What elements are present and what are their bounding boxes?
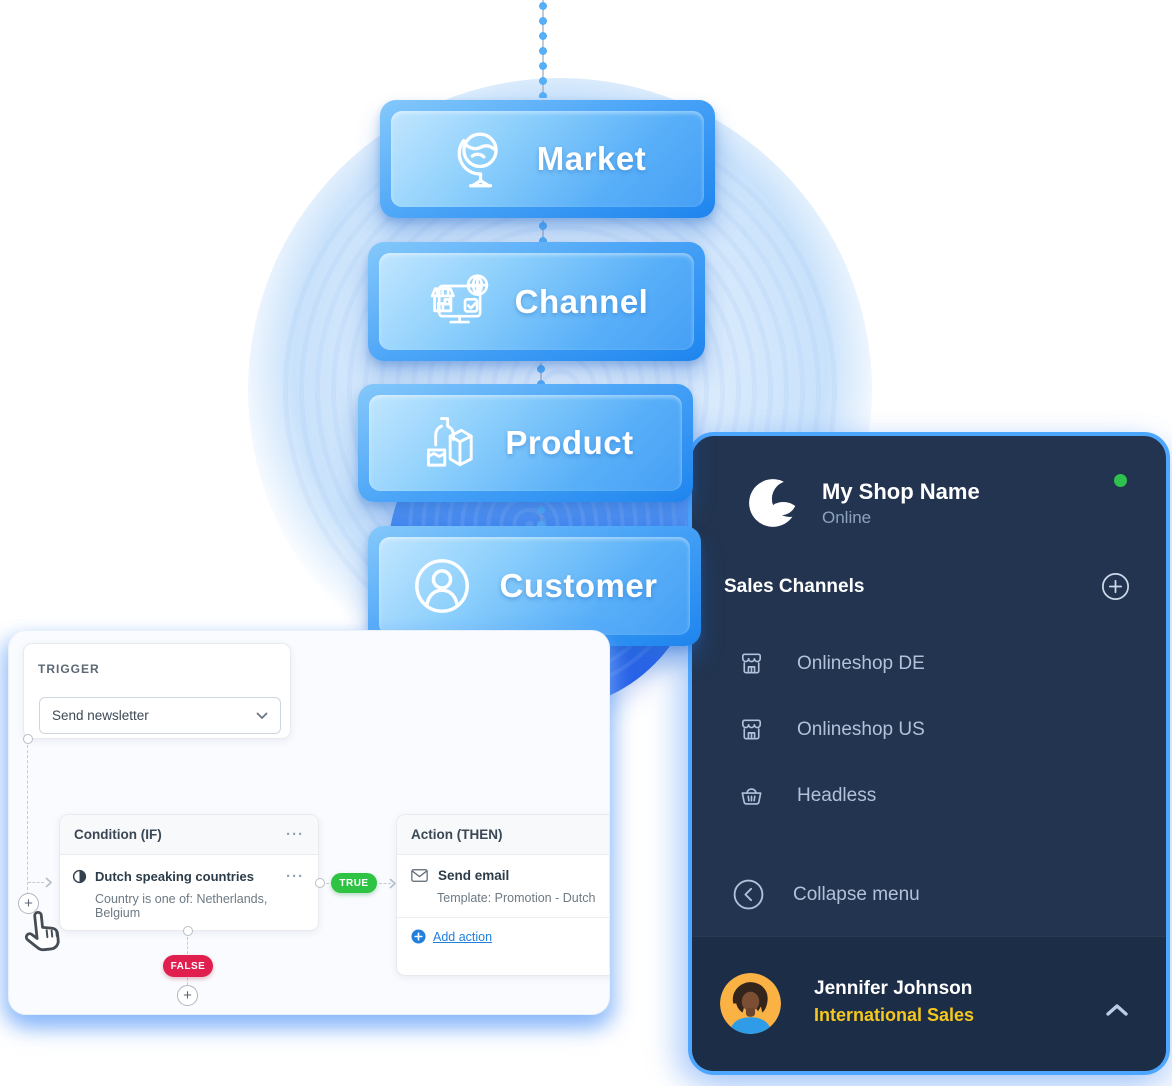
storefront-icon: [736, 716, 766, 743]
action-detail: Template: Promotion - Dutch: [437, 891, 596, 905]
connector-dash: [187, 978, 188, 985]
condition-title: Condition (IF): [74, 827, 162, 842]
trigger-card: TRIGGER Send newsletter: [23, 643, 291, 739]
dotted-connector: [535, 363, 547, 384]
online-status-dot: [1114, 474, 1127, 487]
stack-button-label: Product: [505, 424, 634, 461]
stack-button-product[interactable]: Product: [358, 384, 693, 502]
add-action-label: Add action: [433, 929, 493, 944]
rule-half-circle-icon: [72, 869, 87, 884]
connector-arrow: [45, 877, 53, 888]
dotted-connector: [537, 0, 549, 98]
shop-status: Online: [822, 507, 872, 527]
connector-dash: [27, 745, 28, 895]
connector-dash: [326, 883, 334, 884]
connector-node: [23, 734, 33, 744]
shop-name: My Shop Name: [822, 478, 980, 504]
false-badge: FALSE: [163, 955, 213, 977]
condition-menu-icon[interactable]: ···: [286, 826, 304, 843]
stack-button-channel[interactable]: Channel: [368, 242, 705, 361]
action-name: Send email: [438, 868, 510, 883]
sidebar-item-label: Onlineshop DE: [797, 652, 925, 674]
divider: [397, 917, 609, 918]
dotted-connector: [537, 220, 549, 242]
sidebar-item-headless[interactable]: Headless: [736, 782, 876, 809]
user-role: International Sales: [814, 1005, 975, 1025]
sales-channels-title: Sales Channels: [724, 575, 865, 597]
sidebar-item-onlineshop-us[interactable]: Onlineshop US: [736, 716, 925, 743]
groceries-icon: [417, 414, 479, 472]
collapse-menu-button[interactable]: Collapse menu: [732, 878, 920, 911]
admin-sidebar-panel: My Shop Name Online Sales Channels: [688, 432, 1170, 1075]
trigger-select[interactable]: Send newsletter: [39, 697, 281, 734]
person-circle-icon: [411, 555, 473, 617]
stack-button-label: Market: [536, 140, 647, 177]
sidebar-item-label: Headless: [797, 784, 877, 806]
shop-header: My Shop Name Online: [746, 474, 980, 532]
condition-rule-name: Dutch speaking countries: [95, 869, 254, 884]
sidebar-item-onlineshop-de[interactable]: Onlineshop DE: [736, 650, 925, 677]
stack-button-label: Customer: [499, 567, 658, 604]
dotted-connector: [535, 504, 547, 526]
plus-circle-icon: [411, 929, 426, 944]
connector-dash: [187, 937, 188, 954]
add-action-link[interactable]: Add action: [397, 918, 609, 944]
envelope-icon: [411, 869, 428, 882]
connector-dash: [28, 882, 44, 883]
circle-chevron-left-icon: [732, 878, 765, 911]
trigger-label: TRIGGER: [38, 662, 100, 676]
user-footer[interactable]: Jennifer Johnson International Sales: [692, 936, 1166, 1071]
chevron-down-icon: [256, 712, 268, 720]
add-branch-button[interactable]: +: [18, 893, 39, 914]
shopware-logo-icon: [746, 474, 804, 532]
trigger-select-value: Send newsletter: [52, 708, 149, 723]
stack-button-label: Channel: [514, 282, 649, 320]
add-sales-channel-icon[interactable]: [1101, 572, 1130, 601]
connector-node: [183, 926, 193, 936]
condition-rule-menu-icon[interactable]: ···: [286, 868, 304, 885]
cursor-hand-icon: [20, 905, 71, 963]
stack-button-customer[interactable]: Customer: [368, 526, 701, 646]
true-badge: TRUE: [331, 873, 377, 893]
connector-node: [315, 878, 325, 888]
chevron-up-icon[interactable]: [1104, 1001, 1130, 1019]
collapse-menu-label: Collapse menu: [793, 883, 920, 905]
condition-rule-detail: Country is one of: Netherlands, Belgium: [95, 892, 268, 920]
stack-button-market[interactable]: Market: [380, 100, 715, 218]
connector-arrow: [389, 878, 397, 889]
connector-dash: [379, 883, 391, 884]
action-card: Action (THEN) Send email Template: Promo…: [396, 814, 609, 976]
condition-card: Condition (IF) ··· Dutch speaking countr…: [59, 814, 319, 931]
user-name: Jennifer Johnson: [814, 978, 973, 999]
storefront-icon: [736, 650, 766, 677]
avatar: [720, 973, 781, 1034]
basket-icon: [736, 782, 766, 809]
omnichannel-icon: [425, 273, 489, 331]
add-false-action-button[interactable]: +: [177, 985, 198, 1006]
flow-builder-panel: TRIGGER Send newsletter + Condition (IF)…: [8, 630, 610, 1015]
action-title: Action (THEN): [411, 827, 503, 842]
globe-stand-icon: [449, 128, 511, 190]
sidebar-item-label: Onlineshop US: [797, 718, 925, 740]
